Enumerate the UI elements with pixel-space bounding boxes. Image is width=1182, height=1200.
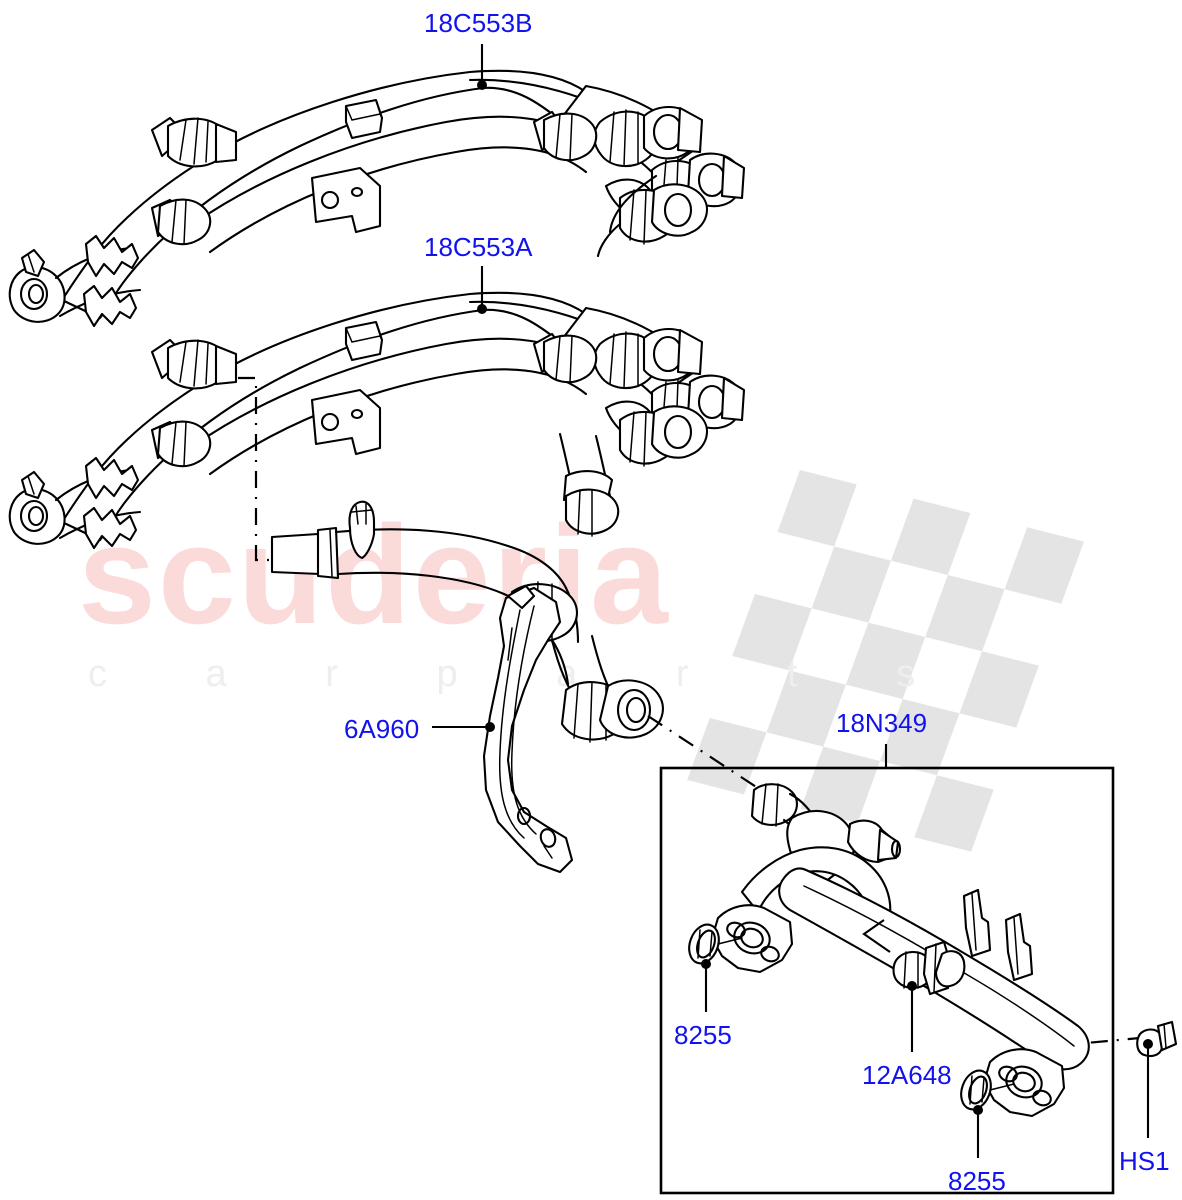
seal-ring-8255-right: [960, 1069, 992, 1111]
callout-6a960[interactable]: 6A960: [344, 714, 420, 744]
callout-8255-right[interactable]: 8255: [948, 1166, 1006, 1196]
quick-connect-fittings-middle: [593, 327, 746, 467]
leader-dashdot-18c553a-to-pipe: [238, 376, 276, 562]
checkered-flag-pattern: [687, 470, 1084, 852]
coolant-temperature-sensor-12a648: [862, 919, 966, 996]
seal-ring-8255-left: [688, 923, 720, 965]
inset-frame-18n349: [659, 766, 1115, 1195]
callout-18n349[interactable]: 18N349: [836, 708, 928, 738]
callout-12a648[interactable]: 12A648: [862, 1060, 952, 1090]
callout-18c553a[interactable]: 18C553A: [424, 232, 533, 262]
callout-hs1[interactable]: HS1: [1119, 1146, 1170, 1176]
lower-coolant-pipe-6a960: [270, 500, 664, 874]
upper-hose-assembly-18c553b: [8, 69, 746, 328]
coolant-outlet-housing-18n349: [688, 783, 1178, 1118]
callout-8255-left[interactable]: 8255: [674, 1020, 732, 1050]
bolt-hs1: [1136, 1020, 1178, 1058]
quick-connect-fittings-upper: [593, 105, 746, 258]
middle-hose-assembly-18c553a: [8, 291, 746, 550]
callout-leaders: [432, 44, 1153, 1158]
leader-dashdot-6a960-to-housing: [647, 715, 771, 797]
callout-18c553b[interactable]: 18C553B: [424, 8, 533, 38]
